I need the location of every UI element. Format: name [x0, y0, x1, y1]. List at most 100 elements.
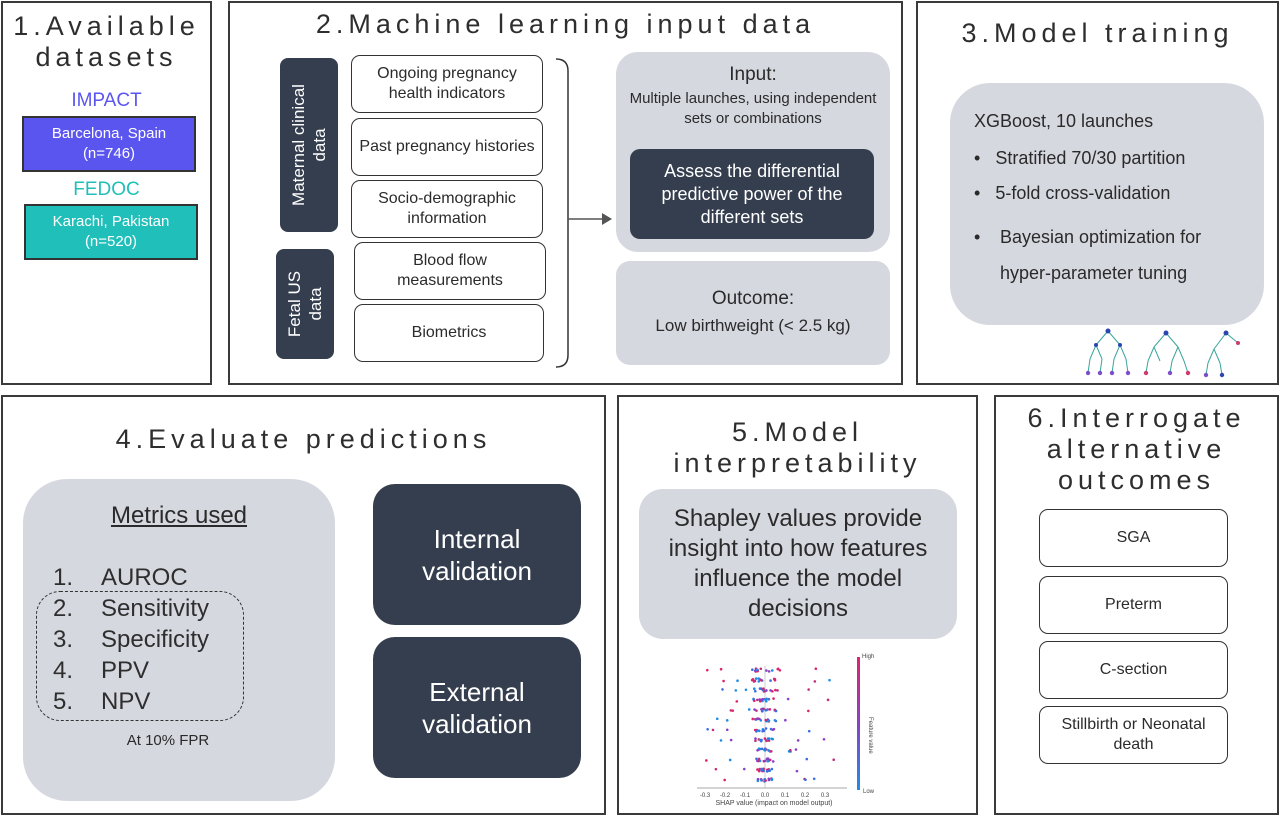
shap-dot	[706, 727, 709, 731]
shap-dot	[729, 738, 733, 742]
training-box: XGBoost, 10 launches • Stratified 70/30 …	[950, 83, 1264, 325]
feature-socio-demographic: Socio-demographic information	[351, 180, 543, 238]
shap-dot	[742, 767, 746, 771]
shap-dot	[771, 737, 775, 741]
shap-dot	[760, 707, 763, 711]
shap-dot	[757, 769, 761, 773]
shap-dot	[760, 779, 763, 782]
shap-dot	[770, 778, 774, 782]
shap-dot	[804, 778, 807, 782]
shap-dot	[757, 757, 761, 761]
shap-tick-label: 0.0	[761, 793, 770, 799]
shap-dot	[756, 748, 759, 752]
shap-dot	[719, 667, 723, 671]
shap-dot	[772, 697, 775, 700]
shap-dot	[761, 729, 764, 733]
fpr-note: At 10% FPR	[126, 732, 210, 749]
model-name: XGBoost, 10 launches	[974, 111, 1154, 131]
shap-dot	[773, 718, 777, 722]
shap-dot	[768, 769, 771, 773]
feature-past-pregnancy: Past pregnancy histories	[351, 118, 543, 176]
shap-dot	[813, 680, 817, 683]
shap-dot	[758, 717, 761, 721]
panel-title: 1.Available datasets	[13, 11, 200, 72]
metric-row: 2.Sensitivity	[53, 595, 210, 622]
dataset-location: Barcelona, Spain	[51, 125, 167, 142]
feature-ongoing-pregnancy: Ongoing pregnancy health indicators	[351, 55, 543, 113]
shap-colorbar-high: High	[862, 654, 875, 660]
shap-dot	[771, 760, 775, 763]
shap-dot	[721, 688, 724, 691]
panel-available-datasets: 1.Available datasets IMPACT Barcelona, S…	[1, 1, 212, 385]
shap-dot	[754, 669, 757, 673]
shap-dot	[755, 668, 759, 672]
shap-dot	[826, 698, 830, 702]
shap-dot	[805, 757, 809, 761]
shap-dot	[794, 748, 798, 751]
shap-dot	[769, 750, 773, 753]
shap-dot	[772, 677, 776, 681]
shap-dot	[767, 737, 771, 740]
shap-dot	[744, 688, 748, 692]
shap-dot	[755, 757, 758, 761]
fetal-us-label: Fetal US data	[276, 249, 334, 359]
input-title: Input:	[729, 64, 777, 85]
shap-dot	[758, 767, 761, 771]
shap-dot	[736, 679, 739, 683]
shap-dot	[725, 719, 729, 722]
shap-xlabel: SHAP value (impact on model output)	[715, 800, 833, 807]
shap-dot	[760, 747, 764, 751]
shap-dot	[786, 697, 790, 701]
shap-dot	[789, 748, 792, 752]
shap-colorbar-label: Feature value	[867, 717, 873, 754]
shap-dot	[719, 739, 723, 742]
outcome-preterm: Preterm	[1039, 576, 1228, 634]
bullet-item: • Stratified 70/30 partition	[974, 148, 1186, 168]
shap-dot	[760, 709, 764, 713]
dataset-count: (n=520)	[84, 233, 138, 250]
dataset-name-fedoc: FEDOC	[73, 179, 140, 200]
shap-dot	[753, 689, 757, 693]
shap-tick-label: 0.3	[821, 793, 830, 799]
shap-dot	[752, 697, 755, 701]
shap-dot	[767, 719, 771, 722]
shap-dot	[765, 739, 768, 743]
panel-title: 3.Model training	[961, 18, 1234, 48]
shap-dot	[751, 678, 755, 681]
dataset-box-fedoc: Karachi, Pakistan (n=520)	[24, 204, 198, 260]
shap-dot	[770, 767, 774, 771]
shap-dot	[757, 759, 760, 763]
assess-box: Assess the differential predictive power…	[630, 149, 874, 239]
shap-dot	[760, 738, 763, 742]
shap-dot	[747, 708, 751, 711]
shap-dot	[765, 669, 768, 672]
panel-ml-input-data: 2.Machine learning input data Maternal c…	[228, 1, 903, 385]
shap-dot	[729, 709, 733, 712]
shap-dot	[705, 759, 708, 762]
shap-dot	[755, 717, 759, 721]
input-box: Input: Multiple launches, using independ…	[616, 52, 890, 252]
shap-dot	[768, 758, 772, 762]
outcome-box: Outcome: Low birthweight (< 2.5 kg)	[616, 261, 890, 365]
outcome-title: Outcome:	[711, 288, 795, 309]
shap-dot	[714, 767, 718, 771]
shap-dot	[767, 697, 771, 701]
shap-dot	[763, 737, 767, 740]
input-desc: Multiple launches, using independent set…	[629, 90, 877, 127]
shap-dot	[754, 677, 758, 680]
shap-dot	[832, 758, 836, 761]
shap-dot	[776, 689, 779, 692]
shap-dot	[715, 717, 719, 721]
shap-dot	[807, 709, 810, 713]
shap-dot	[774, 709, 778, 713]
shap-dot	[705, 668, 709, 672]
shap-dot	[734, 689, 738, 692]
fpr-dashed-group	[36, 591, 244, 721]
shap-dot	[770, 669, 774, 672]
shap-dot	[762, 707, 765, 711]
shap-dot	[765, 699, 768, 703]
shap-dot	[828, 678, 831, 682]
shap-dot	[731, 709, 735, 712]
shap-dot	[754, 737, 757, 740]
decision-tree-icon	[1086, 328, 1240, 378]
